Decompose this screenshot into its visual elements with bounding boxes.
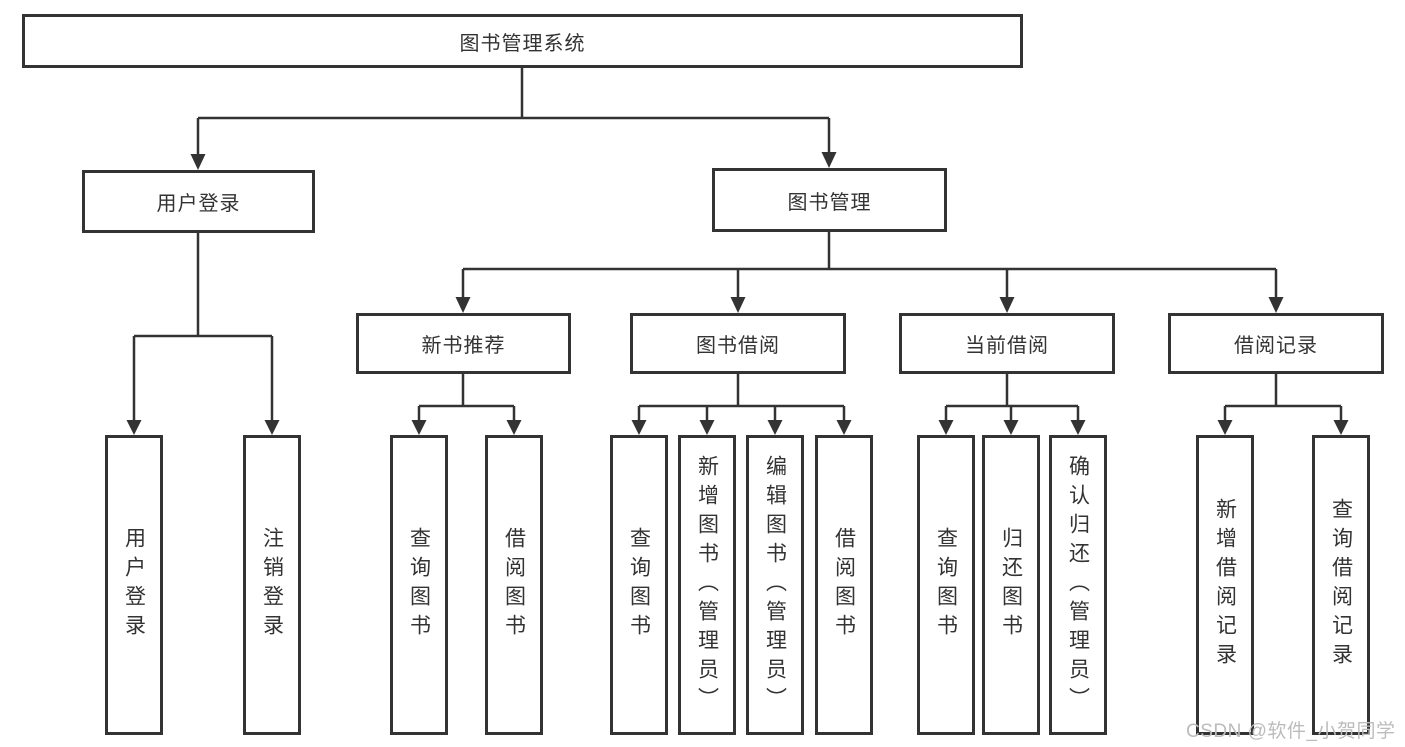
connectors-user-login-children xyxy=(126,233,280,435)
leaf-current-query-books-label: 查询图书 xyxy=(934,527,958,643)
leaf-records-query-borrow-record-label: 查询借阅记录 xyxy=(1329,498,1353,672)
leaf-current-query-books: 查询图书 xyxy=(917,435,975,735)
node-book-borrowing-label: 图书借阅 xyxy=(696,335,780,357)
connectors-records-children xyxy=(1217,374,1349,435)
leaf-newbook-borrow-books: 借阅图书 xyxy=(485,435,543,735)
leaf-current-return-books: 归还图书 xyxy=(982,435,1040,735)
node-book-borrowing: 图书借阅 xyxy=(630,313,846,374)
leaf-borrow-borrow-books-label: 借阅图书 xyxy=(832,527,856,643)
leaf-current-return-books-label: 归还图书 xyxy=(999,527,1023,643)
node-current-borrowing: 当前借阅 xyxy=(899,313,1115,374)
connectors-book-mgmt-children xyxy=(455,232,1284,313)
csdn-watermark: CSDN @软件_小贺同学 xyxy=(1186,721,1396,742)
connectors-borrow-children xyxy=(631,374,852,435)
node-library-management-system-label: 图书管理系统 xyxy=(459,32,586,55)
node-new-book-recommend-label: 新书推荐 xyxy=(421,335,506,357)
leaf-logout-label: 注销登录 xyxy=(260,527,284,643)
leaf-records-add-borrow-record-label: 新增借阅记录 xyxy=(1213,498,1237,672)
leaf-newbook-query-books-label: 查询图书 xyxy=(407,527,431,643)
leaf-records-query-borrow-record: 查询借阅记录 xyxy=(1312,435,1370,735)
leaf-current-confirm-return-admin-label: 确认归还（管理员） xyxy=(1066,454,1090,716)
leaf-borrow-borrow-books: 借阅图书 xyxy=(815,435,873,735)
leaf-logout: 注销登录 xyxy=(243,435,301,735)
node-new-book-recommend: 新书推荐 xyxy=(356,313,571,374)
node-borrowing-records: 借阅记录 xyxy=(1168,313,1384,374)
leaf-borrow-edit-books-admin-label: 编辑图书（管理员） xyxy=(763,454,787,716)
node-borrowing-records-label: 借阅记录 xyxy=(1234,335,1318,357)
leaf-newbook-borrow-books-label: 借阅图书 xyxy=(502,527,526,643)
leaf-borrow-query-books-label: 查询图书 xyxy=(627,527,651,643)
node-user-login: 用户登录 xyxy=(82,170,315,233)
leaf-user-login: 用户登录 xyxy=(105,435,163,735)
leaf-current-confirm-return-admin: 确认归还（管理员） xyxy=(1049,435,1107,735)
node-current-borrowing-label: 当前借阅 xyxy=(965,335,1049,357)
connectors-newbook-children xyxy=(411,374,522,435)
leaf-borrow-add-books-admin-label: 新增图书（管理员） xyxy=(695,454,719,716)
node-library-management-system: 图书管理系统 xyxy=(22,14,1023,68)
leaf-records-add-borrow-record: 新增借阅记录 xyxy=(1196,435,1254,735)
leaf-user-login-label: 用户登录 xyxy=(122,527,146,643)
node-user-login-label: 用户登录 xyxy=(156,193,241,215)
node-book-management: 图书管理 xyxy=(712,168,947,232)
leaf-borrow-query-books: 查询图书 xyxy=(610,435,668,735)
leaf-borrow-add-books-admin: 新增图书（管理员） xyxy=(678,435,736,735)
leaf-borrow-edit-books-admin: 编辑图书（管理员） xyxy=(746,435,804,735)
leaf-newbook-query-books: 查询图书 xyxy=(390,435,448,735)
node-book-management-label: 图书管理 xyxy=(787,191,872,214)
connectors-current-children xyxy=(938,374,1086,435)
connectors-root-to-level2 xyxy=(190,68,837,170)
